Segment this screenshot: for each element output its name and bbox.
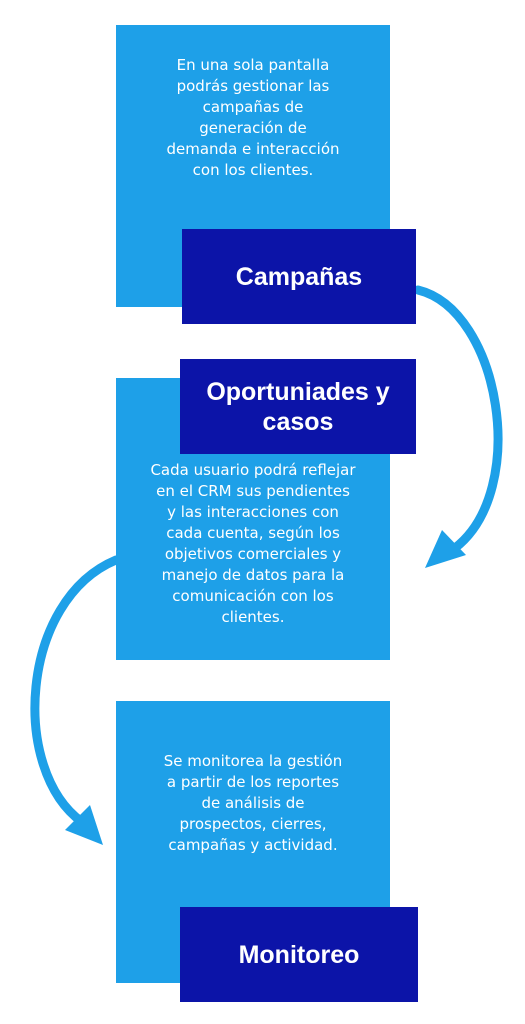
monitoreo-title: Monitoreo <box>180 907 418 1002</box>
arrow-1-to-2 <box>413 285 503 553</box>
campanas-title: Campañas <box>182 229 416 324</box>
arrow-2-head <box>65 805 103 845</box>
arrow-2-to-3 <box>30 555 121 827</box>
oportunidades-title: Oportuniades y casos <box>180 359 416 454</box>
arrow-1-head <box>425 530 466 568</box>
